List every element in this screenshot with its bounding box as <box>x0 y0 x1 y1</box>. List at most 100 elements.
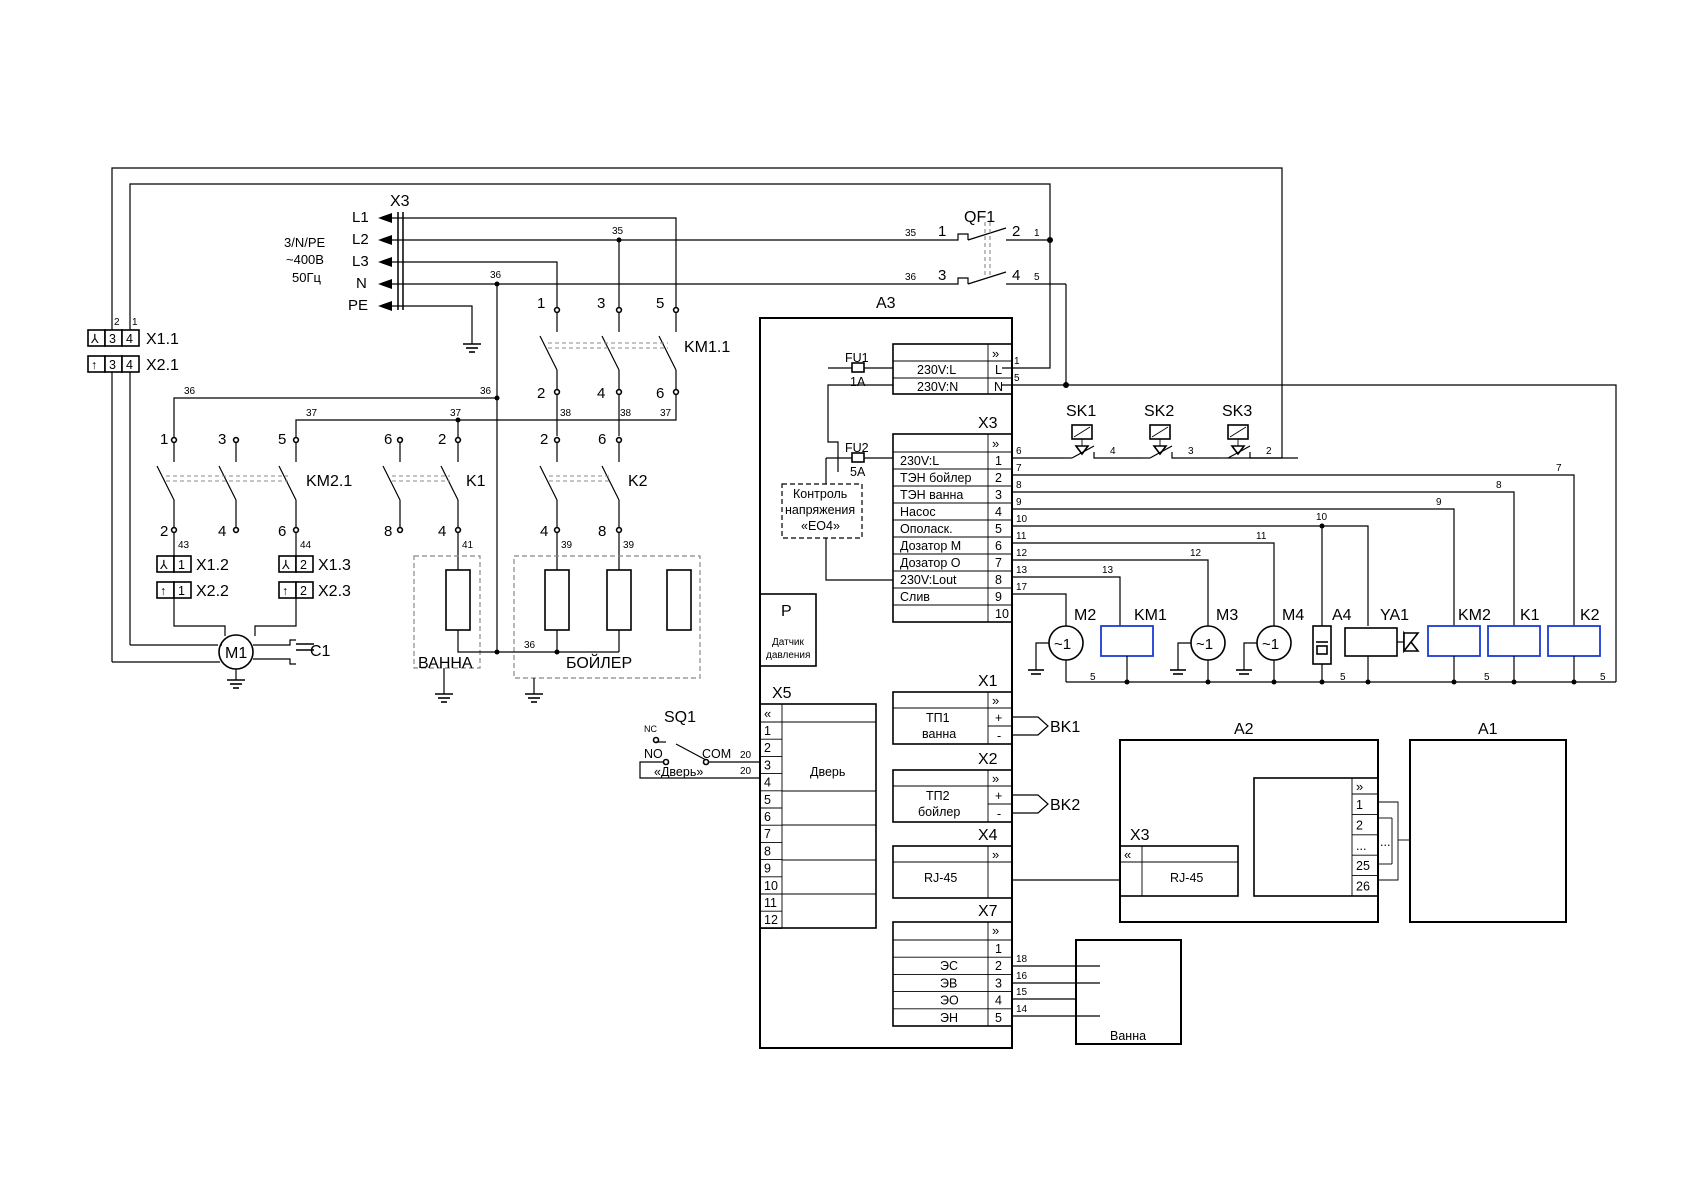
x22-p0: ↑ <box>160 584 166 598</box>
x3-row-label: 230V:Lout <box>900 573 957 587</box>
x23-p0: ↑ <box>282 584 288 598</box>
heater-bath-label: ВАННА <box>418 655 473 672</box>
supply-connector-label: X3 <box>390 193 410 210</box>
a2-pin: 26 <box>1356 880 1370 894</box>
k2-coil-label: K2 <box>1580 607 1600 624</box>
x3-row-label: Ополаск. <box>900 522 953 536</box>
x3-row-label: Дозатор О <box>900 556 961 570</box>
wire-36c: 36 <box>184 386 196 397</box>
x3-row-pin: 5 <box>995 522 1002 536</box>
wire-36b: 36 <box>905 272 917 283</box>
x3-row-pin: 2 <box>995 471 1002 485</box>
contactor-km1-1: 1 3 5 KM1.1 2 4 6 38 38 37 37 37 <box>295 295 730 438</box>
wire-39a: 39 <box>561 540 573 551</box>
x4-rj45: RJ-45 <box>924 871 957 885</box>
ya1-label: YA1 <box>1380 607 1409 624</box>
phase-pe: PE <box>348 297 368 314</box>
x3-row-pin: 3 <box>995 488 1002 502</box>
wire-39b: 39 <box>623 540 635 551</box>
controller-a3: A3 » 230V:L L 230V:N N FU1 1А FU2 5А Кон… <box>759 295 1013 1049</box>
wire-7b: 7 <box>1556 463 1562 474</box>
a2-connector-icon: » <box>1356 779 1363 794</box>
a2-x3-label: X3 <box>1130 827 1150 844</box>
k1-label: K1 <box>466 473 486 490</box>
wire-15: 15 <box>1016 987 1028 998</box>
k2-t2: 2 <box>540 431 548 448</box>
x2-label-2: бойлер <box>918 805 960 819</box>
wire-3-sk: 3 <box>1188 446 1194 457</box>
a2-pin: ... <box>1356 839 1366 853</box>
a3-x5-title: X5 <box>772 685 792 702</box>
x1-label-2: ванна <box>922 727 956 741</box>
motor-m1: M1 C1 <box>218 634 331 689</box>
x11-p1: 3 <box>109 332 116 346</box>
wire-10b: 10 <box>1316 512 1328 523</box>
x3-connector-icon: » <box>992 436 999 451</box>
x1-connector-icon: » <box>992 693 999 708</box>
x22-p1: 1 <box>178 584 185 598</box>
c1-label: C1 <box>310 643 331 660</box>
sq1-com: COM <box>702 747 731 761</box>
power-pin-l: L <box>995 363 1002 377</box>
x5-pin: 5 <box>764 793 771 807</box>
wire-8a: 8 <box>1016 480 1022 491</box>
wire-6: 6 <box>1016 446 1022 457</box>
wire-43: 43 <box>178 540 190 551</box>
qf1-pin3: 3 <box>938 267 946 284</box>
km21-t3: 3 <box>218 431 226 448</box>
wire-1-qf: 1 <box>1034 228 1040 239</box>
phase-n: N <box>356 275 367 292</box>
x3-row-pin: 4 <box>995 505 1002 519</box>
door-switch-sq1: SQ1 NC NO COM «Дверь» 20 20 <box>639 709 760 779</box>
wire-37b: 37 <box>306 408 318 419</box>
a3-title: A3 <box>876 295 896 312</box>
x3-row-label: ТЭН бойлер <box>900 471 971 485</box>
x7-row-pin: 4 <box>995 994 1002 1008</box>
x3-row-pin: 7 <box>995 556 1002 570</box>
m2-label: M2 <box>1074 607 1096 624</box>
a2-pin: 2 <box>1356 818 1363 832</box>
a3-x1-title: X1 <box>978 673 998 690</box>
km11-t1: 1 <box>537 295 545 312</box>
x11-p2: 4 <box>126 332 133 346</box>
a2-rj45: RJ-45 <box>1170 871 1203 885</box>
x21-p2: 4 <box>126 358 133 372</box>
x7-row-label: ЭВ <box>940 976 957 990</box>
x4-connector-icon: » <box>992 847 999 862</box>
power-row-l: 230V:L <box>917 363 956 377</box>
x7-row-label: ЭН <box>940 1011 958 1025</box>
x5-pin: 7 <box>764 827 771 841</box>
outer-wires <box>111 167 1283 459</box>
supply-x3: X3 L1 L2 L3 N PE 3/N/PE ~400В 50Гц 35 35… <box>284 193 940 652</box>
vm-line1: Контроль <box>793 487 847 501</box>
wire-1-a3: 1 <box>1014 356 1020 367</box>
k2-b8: 8 <box>598 523 606 540</box>
fu1-label: FU1 <box>845 351 869 365</box>
x5-pin: 12 <box>764 913 778 927</box>
x5-pin: 8 <box>764 844 771 858</box>
a2-pin: 25 <box>1356 859 1370 873</box>
thermostat-sk3: SK3 <box>1220 403 1298 459</box>
wire-4-sk: 4 <box>1110 446 1116 457</box>
neutral-bus: 36 36 <box>173 386 500 438</box>
wire-35b: 35 <box>905 228 917 239</box>
phase-l3: L3 <box>352 253 369 270</box>
x2-minus: - <box>997 807 1001 821</box>
qf1-label: QF1 <box>964 209 995 226</box>
thermostat-label: SK2 <box>1144 403 1174 420</box>
x5-pin: 3 <box>764 758 771 772</box>
bk2-label: BK2 <box>1050 797 1080 814</box>
x5-pin: 9 <box>764 862 771 876</box>
x13-p1: 2 <box>300 558 307 572</box>
bk1-label: BK1 <box>1050 719 1080 736</box>
supply-spec-1: 3/N/PE <box>284 235 326 250</box>
x23-p1: 2 <box>300 584 307 598</box>
x21-p1: 3 <box>109 358 116 372</box>
x3-row-label: Слив <box>900 590 930 604</box>
wire-13b: 13 <box>1102 565 1114 576</box>
x5-pin: 1 <box>764 724 771 738</box>
m4-label: M4 <box>1282 607 1304 624</box>
wire-36a: 36 <box>490 270 502 281</box>
